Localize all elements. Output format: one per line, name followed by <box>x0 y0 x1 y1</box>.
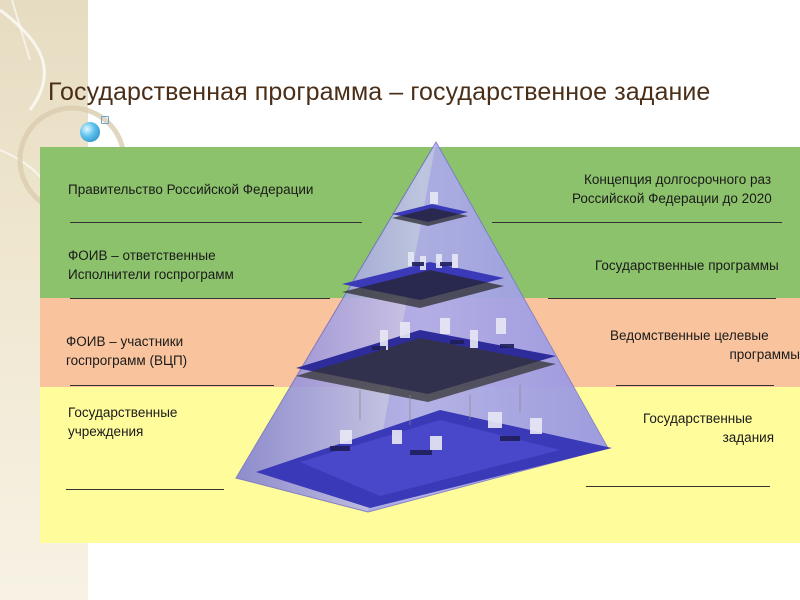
underline-foiv-participants <box>70 385 274 386</box>
label-state-tasks: Государственные задания <box>620 409 774 447</box>
label-foiv-participants: ФОИВ – участники госпрограмм (ВЦП) <box>66 332 187 370</box>
label-state-tasks-line2: задания <box>722 430 774 445</box>
label-institutions: Государственные учреждения <box>68 403 177 441</box>
underline-state-tasks <box>586 486 770 487</box>
label-institutions-line2: учреждения <box>68 424 144 439</box>
label-departmental-programs: Ведомственные целевые программы <box>600 326 800 364</box>
underline-state-programs <box>548 298 776 299</box>
label-foiv-responsible: ФОИВ – ответственные Исполнители госпрог… <box>68 246 234 284</box>
underline-institutions <box>66 489 224 490</box>
label-state-programs: Государственные программы <box>595 256 800 275</box>
globe-bullet-icon <box>80 122 100 142</box>
label-concept-line1: Концепция долгосрочного раз <box>584 172 772 187</box>
label-state-programs-line1: Государственные программы <box>595 258 779 273</box>
label-government: Правительство Российской Федерации <box>68 180 313 199</box>
label-foiv-participants-line2: госпрограмм (ВЦП) <box>66 353 188 368</box>
label-concept: Концепция долгосрочного раз Российской Ф… <box>560 170 800 208</box>
slide-title: Государственная программа – государствен… <box>48 78 711 106</box>
label-foiv-responsible-line2: Исполнители госпрограмм <box>68 267 234 282</box>
label-foiv-participants-line1: ФОИВ – участники <box>66 334 184 349</box>
label-government-line1: Правительство Российской Федерации <box>68 182 314 197</box>
label-foiv-responsible-line1: ФОИВ – ответственные <box>68 248 216 263</box>
label-institutions-line1: Государственные <box>68 405 178 420</box>
label-departmental-programs-line1: Ведомственные целевые <box>610 328 769 343</box>
underline-foiv-responsible <box>70 298 330 299</box>
underline-concept <box>492 222 782 223</box>
label-departmental-programs-line2: программы <box>729 347 800 362</box>
label-concept-line2: Российской Федерации до 2020 <box>572 191 772 206</box>
small-square-icon <box>101 116 109 124</box>
underline-government <box>70 222 362 223</box>
label-state-tasks-line1: Государственные <box>643 411 753 426</box>
underline-departmental-programs <box>616 385 774 386</box>
